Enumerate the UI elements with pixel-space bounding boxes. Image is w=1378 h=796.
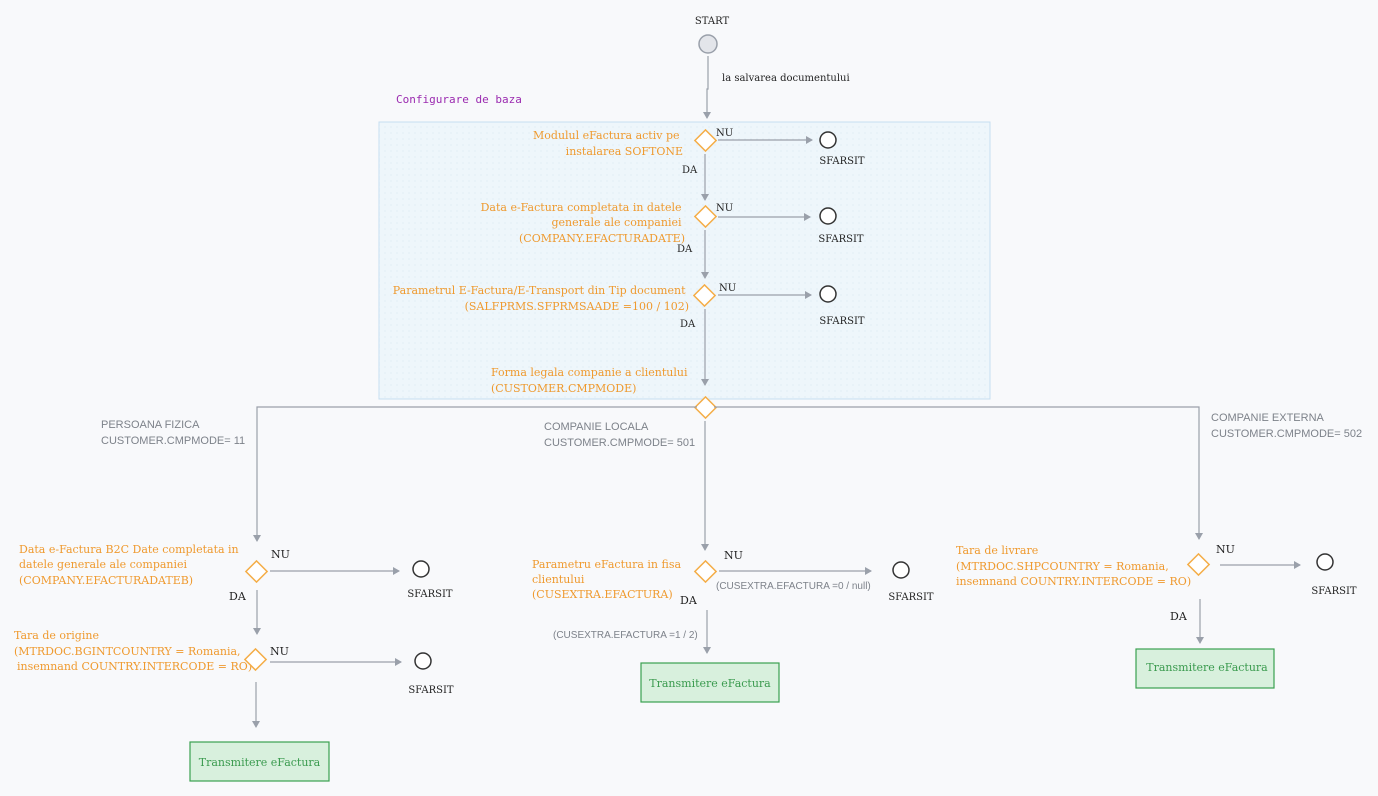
right1-no-label: NU bbox=[1216, 543, 1235, 556]
d3-yes-label: DA bbox=[680, 319, 696, 330]
decision-d3-diamond[interactable] bbox=[692, 283, 717, 308]
action-box-middle[interactable] bbox=[640, 662, 780, 703]
left1-no-label: NU bbox=[271, 548, 290, 561]
decision-d1-diamond[interactable] bbox=[693, 128, 718, 153]
end-node-2[interactable] bbox=[819, 207, 837, 225]
mid1-yes-label: DA bbox=[680, 594, 698, 607]
decision-d2-text: Data e-Factura completata in datele gene… bbox=[481, 201, 685, 245]
decision-left1-text: Data e-Factura B2C Date completata in da… bbox=[19, 543, 242, 587]
action-box-right[interactable] bbox=[1135, 648, 1275, 689]
d3-no-label: NU bbox=[719, 283, 736, 294]
left1-yes-label: DA bbox=[229, 590, 247, 603]
end-node-left2[interactable] bbox=[414, 652, 432, 670]
action-label-right: Transmitere eFactura bbox=[1146, 661, 1268, 674]
arrow-branch-right bbox=[714, 406, 1203, 540]
end-label-left2: SFARSIT bbox=[408, 685, 453, 696]
left2-no-label: NU bbox=[270, 645, 289, 658]
decision-d4-text: Forma legala companie a clientului (CUST… bbox=[491, 366, 691, 395]
arrow-branch-left bbox=[253, 406, 697, 542]
decision-d3-text: Parametrul E-Factura/E-Transport din Tip… bbox=[393, 284, 689, 313]
branch-middle-label: COMPANIE LOCALA CUSTOMER.CMPMODE= 501 bbox=[544, 421, 695, 449]
decision-mid1-text: Parametru eFactura in fisa clientului (C… bbox=[532, 558, 685, 601]
config-box-dots bbox=[379, 122, 990, 399]
decision-right1-diamond[interactable] bbox=[1186, 552, 1211, 577]
d2-yes-label: DA bbox=[677, 244, 693, 255]
action-label-left: Transmitere eFactura bbox=[199, 756, 321, 769]
mid1-no-label: NU bbox=[724, 549, 743, 562]
end-label-left1: SFARSIT bbox=[407, 589, 452, 600]
end-node-mid1[interactable] bbox=[892, 561, 910, 579]
end-node-left1[interactable] bbox=[412, 560, 430, 578]
end-label-mid1: SFARSIT bbox=[888, 592, 933, 603]
end-label-right1: SFARSIT bbox=[1311, 586, 1356, 597]
d1-yes-label: DA bbox=[682, 165, 698, 176]
decision-right1-text: Tara de livrare (MTRDOC.SHPCOUNTRY = Rom… bbox=[956, 544, 1191, 588]
branch-right-label: COMPANIE EXTERNA CUSTOMER.CMPMODE= 502 bbox=[1211, 412, 1362, 440]
branch-left-label: PERSOANA FIZICA CUSTOMER.CMPMODE= 11 bbox=[101, 419, 245, 447]
decision-d2-diamond[interactable] bbox=[693, 204, 718, 229]
end-node-1[interactable] bbox=[819, 131, 837, 149]
right1-yes-label: DA bbox=[1170, 610, 1188, 623]
start-label: START bbox=[695, 16, 730, 27]
start-trigger-label: la salvarea documentului bbox=[722, 73, 850, 84]
action-box-left[interactable] bbox=[189, 741, 330, 782]
mid1-no-condition: (CUSEXTRA.EFACTURA =0 / null) bbox=[716, 581, 871, 592]
d1-no-label: NU bbox=[716, 128, 733, 139]
config-box-title: Configurare de baza bbox=[396, 93, 522, 106]
decision-d1-text: Modulul eFactura activ pe instalarea SOF… bbox=[533, 129, 683, 158]
arrow-start-d1 bbox=[703, 56, 711, 119]
decision-left1-diamond[interactable] bbox=[244, 559, 269, 584]
decision-mid1-diamond[interactable] bbox=[693, 559, 718, 584]
d2-no-label: NU bbox=[716, 203, 733, 214]
start-node[interactable] bbox=[698, 34, 718, 54]
end-node-right1[interactable] bbox=[1316, 553, 1334, 571]
end-label-1: SFARSIT bbox=[819, 156, 864, 167]
action-label-middle: Transmitere eFactura bbox=[649, 677, 771, 690]
end-node-3[interactable] bbox=[819, 285, 837, 303]
decision-d4-diamond[interactable] bbox=[693, 395, 718, 420]
decision-left2-text: Tara de origine (MTRDOC.BGINTCOUNTRY = R… bbox=[14, 629, 252, 673]
end-label-2: SFARSIT bbox=[818, 234, 863, 245]
end-label-3: SFARSIT bbox=[819, 316, 864, 327]
decision-left2-diamond[interactable] bbox=[243, 647, 268, 672]
mid1-yes-condition: (CUSEXTRA.EFACTURA =1 / 2) bbox=[553, 630, 698, 641]
